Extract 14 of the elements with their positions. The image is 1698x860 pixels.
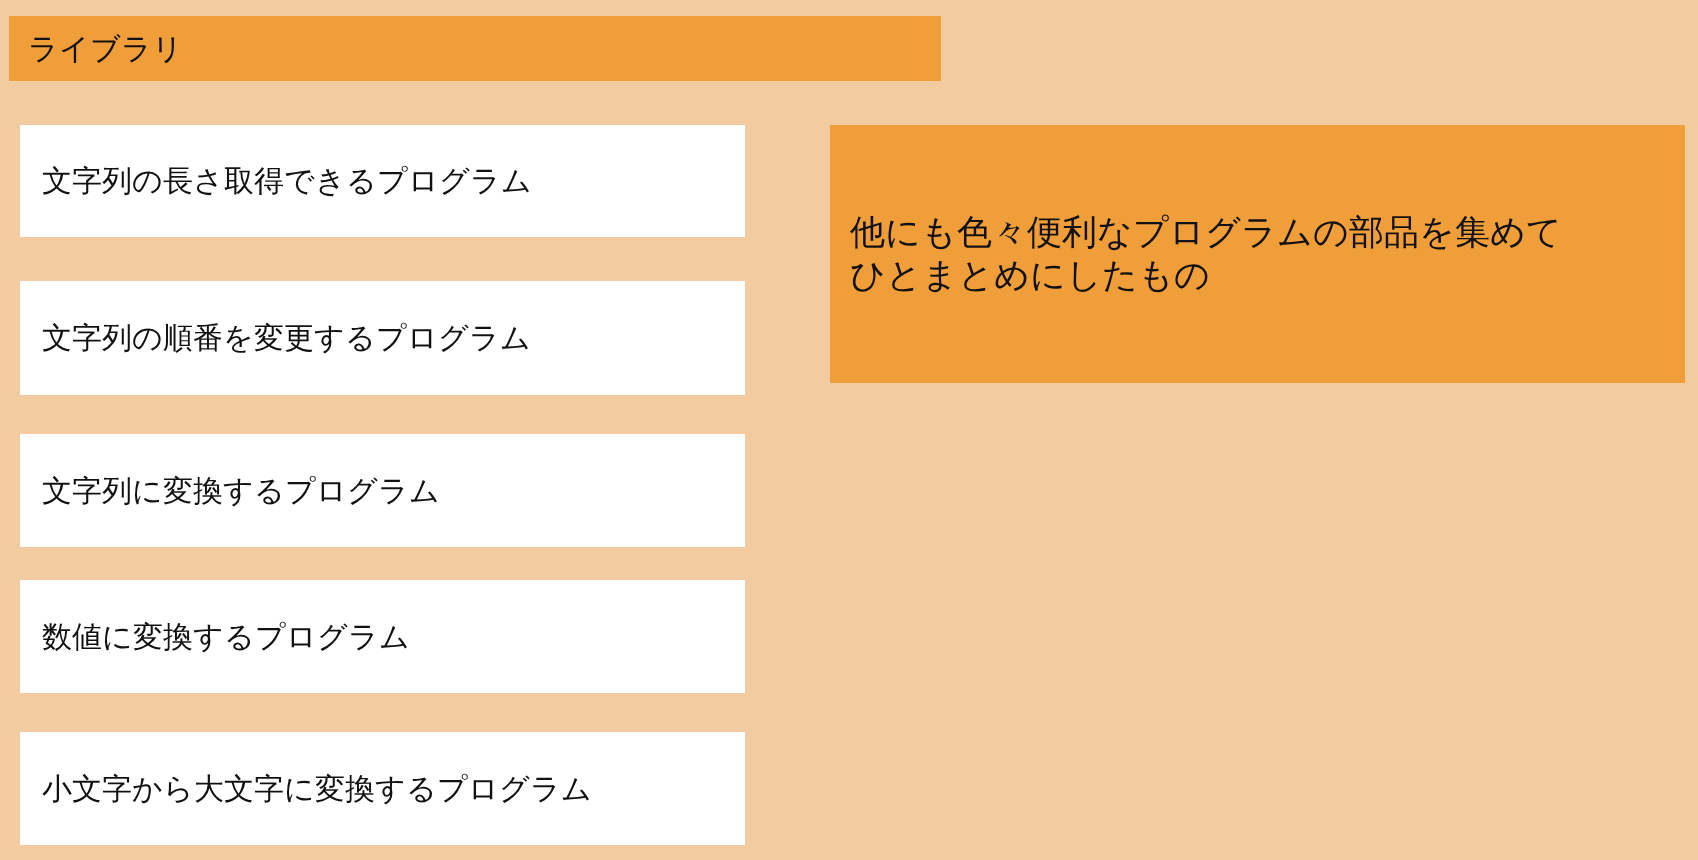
item-box <box>20 125 745 237</box>
header-title: ライブラリ <box>28 30 183 67</box>
note-text: 他にも色々便利なプログラムの部品を集めてひとまとめにしたもの <box>850 210 1563 297</box>
item-box <box>20 281 745 395</box>
item-label: 文字列に変換するプログラム <box>42 472 440 509</box>
item-label: 文字列の長さ取得できるプログラム <box>42 163 532 199</box>
header-bar <box>9 16 941 81</box>
item-label: 文字列の順番を変更するプログラム <box>42 320 531 356</box>
note-box <box>830 125 1685 383</box>
item-label: 小文字から大文字に変換するプログラム <box>42 770 592 807</box>
item-box <box>20 434 745 547</box>
item-label: 数値に変換するプログラム <box>42 618 410 655</box>
item-box <box>20 580 745 693</box>
item-box <box>20 732 745 845</box>
